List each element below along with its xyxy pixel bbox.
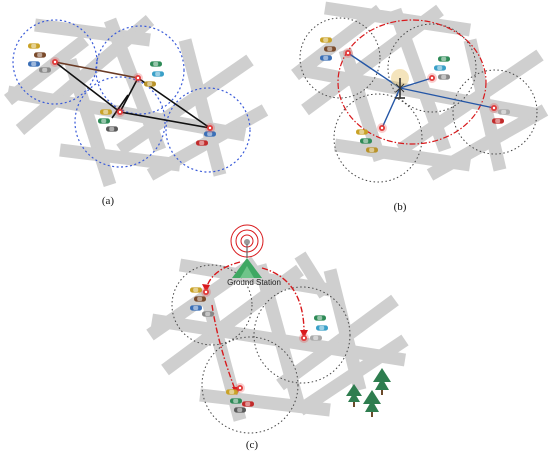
panel-b-caption: (b) (394, 201, 407, 213)
base-station-b (391, 69, 409, 99)
panel-c-caption: (c) (246, 439, 259, 451)
panel-a-caption: (a) (102, 195, 115, 207)
coverage-circles-a (12, 19, 251, 173)
coverage-circles-c (171, 264, 351, 434)
ground-station-label: Ground Station (227, 278, 281, 287)
trees-c (346, 368, 391, 417)
ground-station (230, 224, 264, 278)
coverage-circles-b (299, 17, 538, 183)
road-network-a (4, 15, 269, 187)
ground-coverage-b (337, 19, 487, 145)
panel-b: (b) (291, 1, 549, 213)
panel-c: Ground Station (146, 224, 409, 451)
panel-a: (a) (4, 15, 269, 207)
uav-links-b (347, 52, 495, 129)
